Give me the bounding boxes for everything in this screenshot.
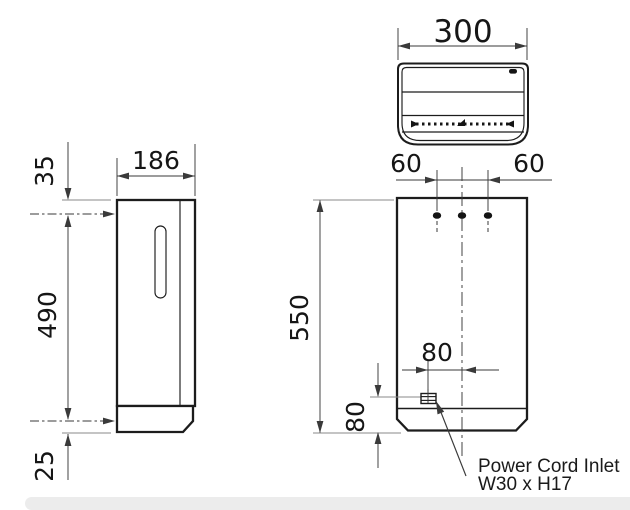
inlet-annotation-line2: W30 x H17: [478, 474, 572, 495]
top-indicator-mark: [509, 69, 517, 74]
dim-side-width: 186: [116, 144, 196, 196]
dim-mount-holes: 60 60: [390, 149, 552, 184]
mount-hole-center: [457, 212, 467, 219]
dim-top-width: 300: [397, 14, 528, 60]
side-mount-span-label: 490: [33, 291, 62, 339]
inlet-leader: [436, 401, 467, 477]
inlet-horizontal-label: 80: [421, 338, 453, 367]
top-inner-line: [401, 66, 525, 142]
side-base: [115, 404, 195, 434]
inlet-annotation-line1: Power Cord Inlet: [478, 456, 620, 477]
mount-hole-left: [432, 212, 442, 219]
side-bottom-offset-label: 25: [30, 450, 59, 482]
front-outline: [395, 196, 529, 432]
front-height-label: 550: [285, 294, 314, 342]
dim-front-height: 550: [285, 199, 401, 434]
hole-right-label: 60: [513, 149, 545, 178]
top-width-label: 300: [433, 14, 492, 50]
top-view: [397, 62, 529, 146]
horizontal-scrollbar[interactable]: [25, 497, 630, 510]
front-view: [395, 167, 529, 457]
side-top-offset-label: 35: [30, 155, 59, 187]
side-slot-window: [154, 225, 167, 299]
side-width-label: 186: [132, 146, 180, 175]
hole-left-label: 60: [390, 149, 422, 178]
side-view: [115, 198, 197, 434]
dim-side-bottom-offset: 25: [30, 432, 111, 482]
dim-side-mount-span: 490: [33, 215, 72, 420]
dim-side-top-offset: 35: [30, 142, 111, 201]
mount-hole-right: [483, 212, 493, 219]
dim-inlet-vertical: 80: [341, 363, 422, 468]
mount-line-top: [30, 210, 115, 218]
mount-line-bottom: [30, 417, 115, 425]
dim-inlet-horizontal: 80: [402, 338, 499, 391]
inlet-vertical-label: 80: [341, 401, 370, 433]
power-cord-inlet: [420, 389, 437, 405]
